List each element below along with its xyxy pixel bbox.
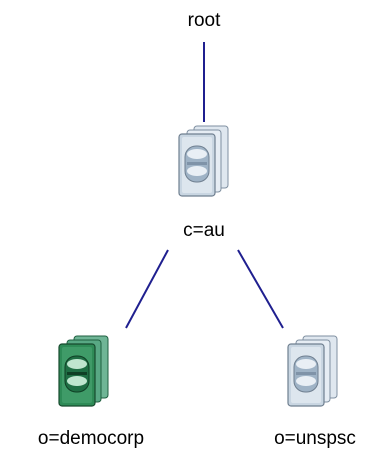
tree-node-o-democorp-label[interactable]: o=democorp bbox=[37, 428, 145, 449]
directory-server-icon bbox=[178, 125, 229, 197]
tree-node-o-democorp-icon[interactable] bbox=[54, 334, 114, 408]
tree-node-o-unspsc-icon[interactable] bbox=[283, 334, 343, 408]
tree-node-c-au-label[interactable]: c=au bbox=[183, 220, 225, 241]
edge-c-au-to-o-unspsc bbox=[237, 249, 284, 329]
edge-c-au-to-o-democorp bbox=[125, 249, 169, 329]
tree-node-root-label[interactable]: root bbox=[187, 10, 221, 31]
directory-server-icon bbox=[58, 335, 109, 407]
directory-server-icon bbox=[287, 335, 338, 407]
tree-node-o-unspsc-label[interactable]: o=unspsc bbox=[274, 428, 356, 449]
tree-node-c-au-icon[interactable] bbox=[174, 124, 234, 198]
